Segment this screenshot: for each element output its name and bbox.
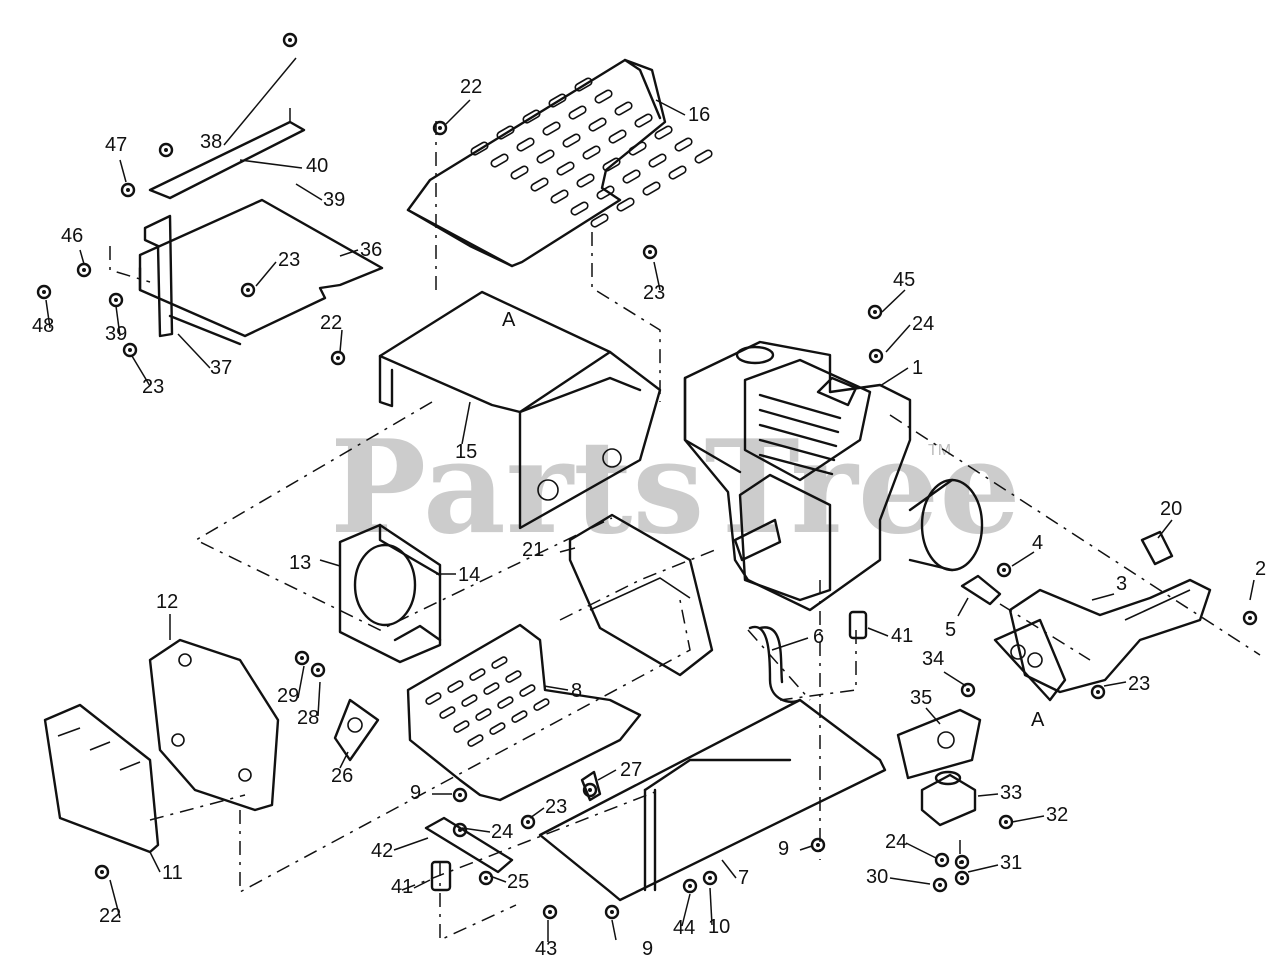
callout-34: 34: [922, 648, 944, 670]
callout-24: 24: [912, 313, 934, 335]
callout-40: 40: [306, 155, 328, 177]
callout-26: 26: [331, 765, 353, 787]
callout-9-bottom: 9: [642, 938, 653, 960]
callout-25: 25: [507, 871, 529, 893]
part-16-top-cover: [406, 58, 713, 268]
callout-38: 38: [200, 131, 222, 153]
callout-23-lower: 23: [142, 376, 164, 398]
callout-8: 8: [571, 680, 582, 702]
watermark-text: PartsTree: [330, 413, 1021, 563]
callout-9: 9: [410, 782, 421, 804]
part-20-gasket: [1140, 530, 1174, 566]
callout-47: 47: [105, 134, 127, 156]
callout-32: 32: [1046, 804, 1068, 826]
callout-7: 7: [738, 867, 749, 889]
part-6-tube: [748, 625, 802, 703]
part-1-engine: [683, 340, 984, 612]
part-26-mount: [333, 698, 380, 762]
callout-22: 22: [460, 76, 482, 98]
callout-27: 27: [620, 759, 642, 781]
callout-14: 14: [458, 564, 480, 586]
callout-48: 48: [32, 315, 54, 337]
callout-15: 15: [455, 441, 477, 463]
callout-22-bottom: 22: [99, 905, 121, 927]
part-8-base-panel: [406, 623, 642, 802]
callout-22-mid: 22: [320, 312, 342, 334]
callout-29: 29: [277, 685, 299, 707]
callout-2: 2: [1255, 558, 1266, 580]
part-3-muffler: [993, 578, 1212, 702]
part-41-spacer-top: [848, 610, 868, 640]
callout-44: 44: [673, 917, 695, 939]
part-7-frame: [538, 698, 887, 902]
callout-42: 42: [371, 840, 393, 862]
assembly-lines: [109, 108, 1261, 942]
callout-24-base: 24: [491, 821, 513, 843]
callout-35: 35: [910, 687, 932, 709]
callout-33: 33: [1000, 782, 1022, 804]
callout-28: 28: [297, 707, 319, 729]
callout-labels: 16 22 38 47 40 39 36 46 23 48 39 23 37 2…: [32, 76, 1266, 960]
callout-43: 43: [535, 938, 557, 960]
callout-10: 10: [708, 916, 730, 938]
callout-24-lower: 24: [885, 831, 907, 853]
callout-4: 4: [1032, 532, 1043, 554]
callout-45: 45: [893, 269, 915, 291]
callout-3: 3: [1116, 573, 1127, 595]
callout-9-mid: 9: [778, 838, 789, 860]
callout-37: 37: [210, 357, 232, 379]
watermark-trademark: TM: [928, 442, 951, 459]
callout-39: 39: [323, 189, 345, 211]
callout-1: 1: [912, 357, 923, 379]
callout-30: 30: [866, 866, 888, 888]
callout-31: 31: [1000, 852, 1022, 874]
part-11-end-cover: [43, 703, 160, 854]
part-15-shroud: [378, 290, 662, 530]
callout-12: 12: [156, 591, 178, 613]
part-42-plate: [424, 816, 514, 874]
part-13-14-fan-housing: [338, 523, 442, 664]
callout-41-upper: 41: [891, 625, 913, 647]
callout-20: 20: [1160, 498, 1182, 520]
callout-13: 13: [289, 552, 311, 574]
part-37-bracket: [143, 214, 242, 346]
leader-lines: [45, 57, 1255, 942]
callout-23-base: 23: [545, 796, 567, 818]
part-27-bolt: [580, 770, 602, 802]
callout-36: 36: [360, 239, 382, 261]
part-40-strap: [148, 120, 306, 200]
callout-11: 11: [162, 862, 183, 884]
part-41-spacer-bottom: [430, 860, 452, 892]
part-5-clamp: [960, 574, 1002, 606]
callout-23-right: 23: [643, 282, 665, 304]
part-36-plate: [138, 198, 384, 338]
callout-46: 46: [61, 225, 83, 247]
callout-6: 6: [813, 626, 824, 648]
callout-21: 21: [522, 539, 544, 561]
part-12-side-panel: [148, 638, 280, 812]
callout-16: 16: [688, 104, 710, 126]
callout-23-muffler: 23: [1128, 673, 1150, 695]
callout-23: 23: [278, 249, 300, 271]
callout-39-lower: 39: [105, 323, 127, 345]
part-21-plate: [568, 513, 714, 677]
callout-5: 5: [945, 619, 956, 641]
callout-41-lower: 41: [391, 876, 413, 898]
section-marker-a-top: A: [502, 309, 516, 331]
part-35-bracket: [896, 708, 982, 780]
section-marker-a-bottom: A: [1031, 709, 1045, 731]
part-33-mount: [920, 770, 977, 827]
